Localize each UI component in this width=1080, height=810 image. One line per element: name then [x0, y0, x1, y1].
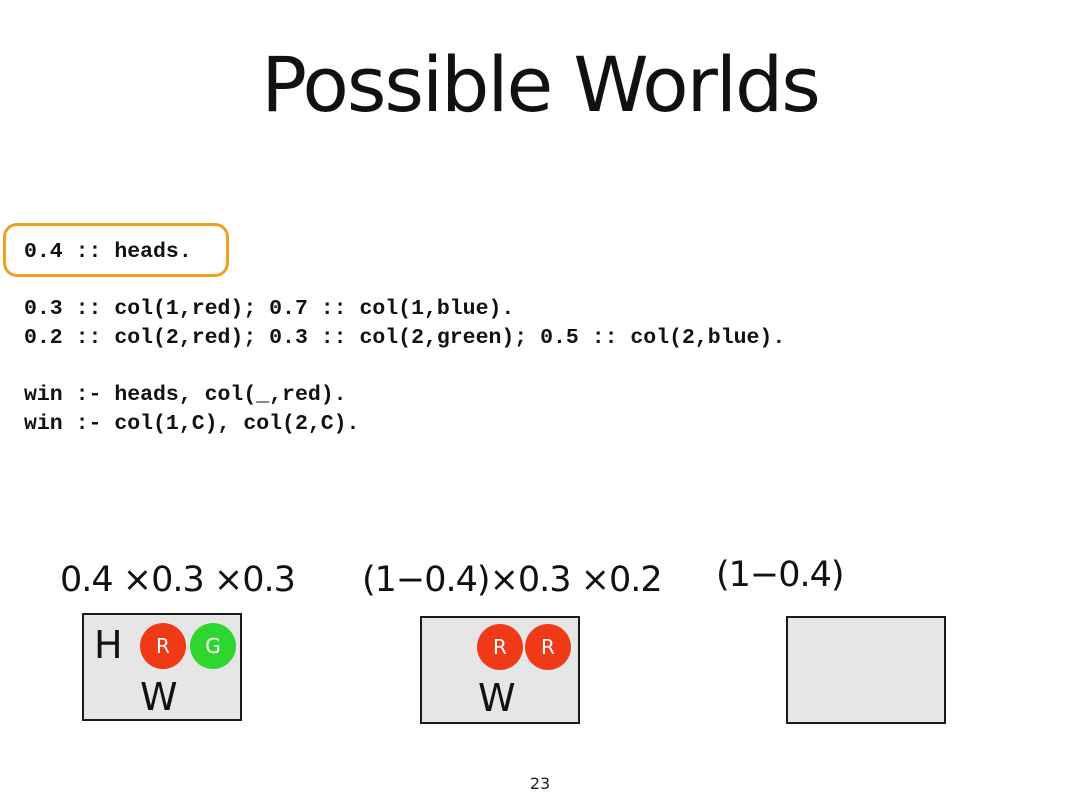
world-1-win-label: W	[140, 675, 178, 719]
slide-title: Possible Worlds	[261, 40, 821, 129]
code-line-col2: 0.2 :: col(2,red); 0.3 :: col(2,green); …	[24, 326, 786, 350]
world-1-formula: 0.4 ×0.3 ×0.3	[60, 560, 296, 600]
world-2-box: R R W	[420, 616, 580, 724]
world-2-win-label: W	[478, 676, 516, 720]
world-2-formula: (1−0.4)×0.3 ×0.2	[362, 560, 663, 600]
code-line-heads: 0.4 :: heads.	[24, 240, 192, 264]
highlight-box	[3, 223, 229, 277]
code-line-win1: win :- heads, col(_,red).	[24, 383, 347, 407]
world-2-ball-2: R	[525, 624, 571, 670]
world-2-ball-1: R	[477, 624, 523, 670]
world-1-box: H R G W	[82, 613, 242, 721]
world-1-heads-label: H	[94, 623, 123, 667]
world-1-ball-1: R	[140, 623, 186, 669]
world-3-box	[786, 616, 946, 724]
world-3-formula: (1−0.4)	[716, 555, 845, 595]
world-1-ball-2: G	[190, 623, 236, 669]
code-line-col1: 0.3 :: col(1,red); 0.7 :: col(1,blue).	[24, 297, 515, 321]
page-number: 23	[529, 774, 551, 793]
code-line-win2: win :- col(1,C), col(2,C).	[24, 412, 360, 436]
